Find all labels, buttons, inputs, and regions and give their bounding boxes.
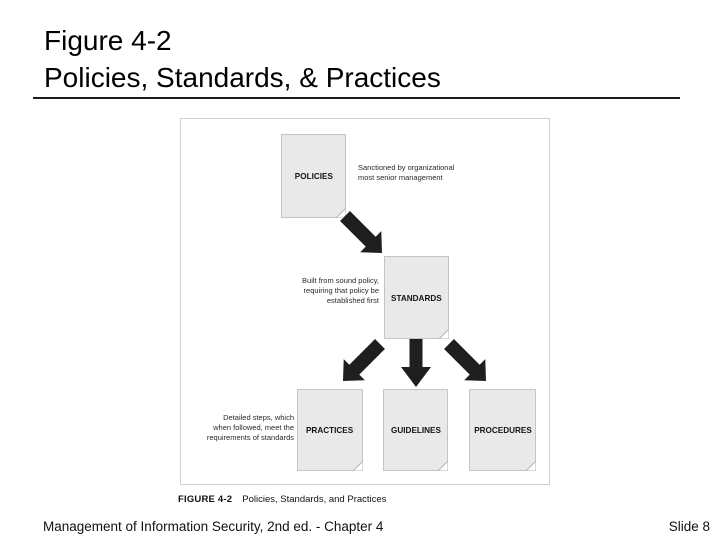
practices-box: PRACTICES <box>297 389 363 471</box>
procedures-box: PROCEDURES <box>469 389 536 471</box>
procedures-label: PROCEDURES <box>473 425 532 435</box>
standards-label: STANDARDS <box>391 292 442 303</box>
policies-label: POLICIES <box>294 171 333 181</box>
arrow-policies-to-standards-icon <box>340 211 382 253</box>
slide-title-line2: Policies, Standards, & Practices <box>44 62 441 93</box>
folded-corner-icon <box>438 461 448 471</box>
title-underline <box>33 97 680 99</box>
standards-box: STANDARDS <box>384 256 449 339</box>
folded-corner-icon <box>336 208 346 218</box>
slide-title-line1: Figure 4-2 <box>44 25 172 56</box>
figure-diagram: POLICIES Sanctioned by organizational mo… <box>180 118 550 485</box>
annotation-policies: Sanctioned by organizational most senior… <box>358 163 455 182</box>
folded-corner-icon <box>439 329 449 339</box>
footer-slide-number: Slide 8 <box>668 519 710 534</box>
figure-caption: FIGURE 4-2 Policies, Standards, and Pract… <box>178 494 386 505</box>
figure-caption-label: FIGURE 4-2 <box>178 494 233 505</box>
policies-box: POLICIES <box>281 134 346 218</box>
guidelines-box: GUIDELINES <box>383 389 448 471</box>
footer-book-title: Management of Information Security, 2nd … <box>43 519 384 534</box>
arrow-standards-to-practices-icon <box>343 339 385 381</box>
figure-caption-text: Policies, Standards, and Practices <box>242 494 387 505</box>
guidelines-label: GUIDELINES <box>390 425 441 435</box>
annotation-practices: Detailed steps, which when followed, mee… <box>206 413 294 442</box>
annotation-standards: Built from sound policy, requiring that … <box>302 276 379 305</box>
practices-label: PRACTICES <box>306 425 354 435</box>
folded-corner-icon <box>526 461 536 471</box>
arrow-standards-to-procedures-icon <box>444 339 486 381</box>
slide-title: Figure 4-2 Policies, Standards, & Practi… <box>44 22 441 96</box>
folded-corner-icon <box>353 461 363 471</box>
arrow-standards-to-guidelines-icon <box>401 339 431 387</box>
